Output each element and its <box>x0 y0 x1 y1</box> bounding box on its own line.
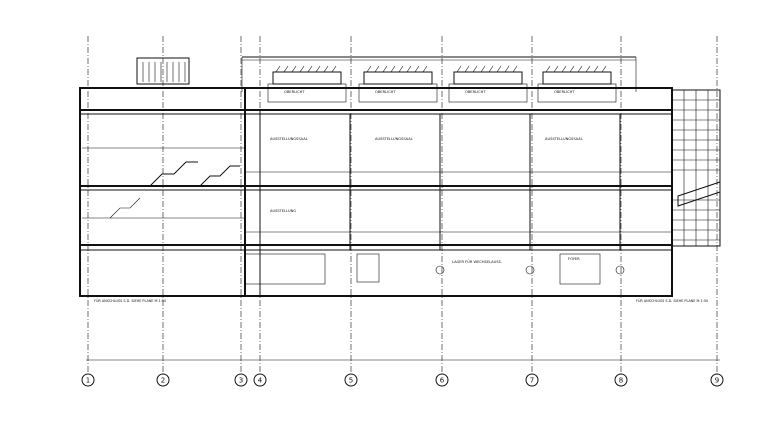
axis-label: 7 <box>530 377 534 385</box>
hall-label: AUSSTELLUNGSSAAL <box>545 137 583 141</box>
grid-axes <box>86 36 720 372</box>
basement-note: FÜR ANSCHLUSS S.D. SIEHE PLANE M 1:50 <box>94 298 166 303</box>
axis-label: 8 <box>619 377 623 385</box>
skylight-group <box>267 65 617 103</box>
axis-label: 6 <box>440 377 445 385</box>
roof-structure <box>136 56 637 92</box>
skylight <box>448 65 528 103</box>
axis-marker: 5 <box>344 373 358 387</box>
skylight <box>267 65 347 103</box>
axis-marker: 6 <box>435 373 449 387</box>
axis-label: 9 <box>715 377 719 385</box>
roof-label: OBERLICHT <box>554 90 575 94</box>
axis-label: 2 <box>161 377 165 385</box>
axis-label: 4 <box>258 377 263 385</box>
skylight <box>358 65 438 103</box>
axis-marker: 9 <box>710 373 724 387</box>
room-label: LAGER FÜR WECHSELAUSS. <box>452 259 502 264</box>
axis-marker: 8 <box>614 373 628 387</box>
roof-label: OBERLICHT <box>375 90 396 94</box>
building-section <box>79 87 673 297</box>
hall-label: AUSSTELLUNGSSAAL <box>270 137 308 141</box>
roof-label: OBERLICHT <box>284 90 305 94</box>
room-label: FOYER <box>568 257 580 261</box>
skylight <box>537 65 617 103</box>
axis-marker: 1 <box>81 373 95 387</box>
basement-note: FÜR ANSCHLUSS S.D. SIEHE PLANE M 1:50 <box>636 298 708 303</box>
facade-brick <box>671 89 721 247</box>
axis-marker: 2 <box>156 373 170 387</box>
hall-label: AUSSTELLUNGSSAAL <box>375 137 413 141</box>
axis-label: 5 <box>349 377 353 385</box>
roof-label: OBERLICHT <box>465 90 486 94</box>
axis-marker: 3 <box>234 373 248 387</box>
room-label: AUSSTELLUNG <box>270 209 296 213</box>
axis-marker: 4 <box>253 373 267 387</box>
axis-label: 3 <box>239 377 243 385</box>
axis-label: 1 <box>86 377 90 385</box>
axis-marker: 7 <box>525 373 539 387</box>
